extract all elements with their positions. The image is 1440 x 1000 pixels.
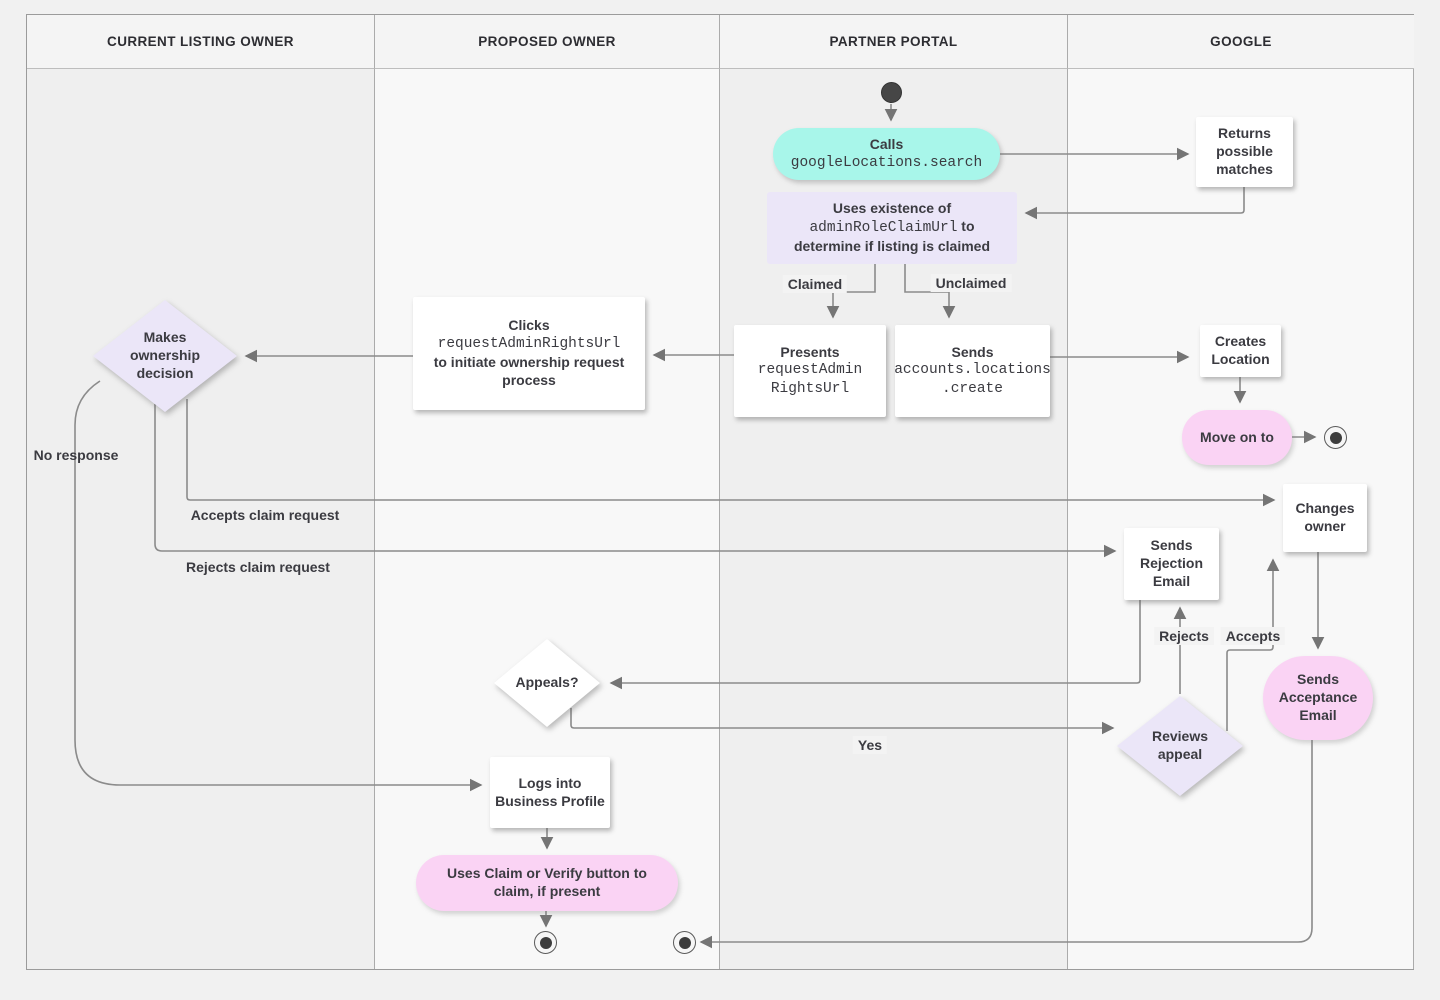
node-label-rest: to initiate ownership request process	[433, 353, 625, 388]
edge-label-accepts: Accepts	[1220, 627, 1286, 645]
node-clicks-request-admin-rights-url: Clicks requestAdminRightsUrl to initiate…	[413, 297, 645, 410]
end-node-proposed-owner	[534, 931, 557, 954]
node-returns-possible-matches: Returns possible matches	[1196, 117, 1293, 187]
node-label: Returns possible matches	[1216, 125, 1273, 177]
node-label: Sends	[951, 343, 994, 360]
node-label: Presents	[780, 343, 840, 360]
node-label: Move on to	[1200, 428, 1274, 445]
lane-header-proposed-owner: PROPOSED OWNER	[375, 15, 720, 69]
decision-reviews-appeal: Reviews appeal	[1117, 696, 1243, 796]
edge-label-yes: Yes	[852, 736, 888, 754]
node-creates-location: Creates Location	[1200, 325, 1281, 377]
node-code: requestAdminRightsUrl	[437, 336, 621, 353]
edge-label-rejects-claim-request: Rejects claim request	[186, 559, 330, 575]
node-calls-googlelocations-search: Calls googleLocations.search	[773, 128, 1000, 180]
node-label: Sends Rejection Email	[1139, 537, 1203, 589]
node-move-on-to: Move on to	[1182, 410, 1292, 465]
end-node-dot	[678, 936, 691, 949]
end-node-google	[1324, 426, 1347, 449]
node-uses-claim-or-verify: Uses Claim or Verify button to claim, if…	[416, 855, 678, 911]
node-label: Sends Acceptance Email	[1278, 671, 1358, 723]
start-node	[881, 82, 902, 103]
edge-label-accepts-claim-request: Accepts claim request	[190, 507, 340, 523]
node-code: googleLocations.search	[790, 154, 983, 171]
lane-header-google: GOOGLE	[1068, 15, 1414, 69]
edge-label-no-response: No response	[33, 447, 119, 464]
decision-appeals: Appeals?	[494, 639, 600, 727]
node-presents-request-admin-rights-url: Presents requestAdmin RightsUrl	[734, 325, 886, 417]
decision-label: Appeals?	[515, 674, 579, 691]
node-code-line1: requestAdmin	[757, 362, 863, 379]
node-label: Logs into Business Profile	[495, 774, 605, 809]
node-code-line2: RightsUrl	[770, 380, 850, 397]
node-label-line1: Uses existence of	[832, 200, 952, 217]
node-sends-rejection-email: Sends Rejection Email	[1124, 528, 1219, 600]
node-changes-owner: Changes owner	[1283, 484, 1367, 552]
node-label: Uses Claim or Verify button to claim, if…	[447, 865, 647, 899]
edge-label-unclaimed: Unclaimed	[930, 274, 1012, 292]
decision-label: Reviews appeal	[1151, 728, 1209, 762]
lane-proposed-owner	[375, 69, 720, 969]
node-code-line2: .create	[942, 380, 1003, 397]
end-node-dot	[539, 936, 552, 949]
end-node-partner-portal	[673, 931, 696, 954]
node-logs-into-business-profile: Logs into Business Profile	[490, 757, 610, 828]
node-label: Creates Location	[1211, 333, 1270, 367]
node-label: Calls	[869, 135, 904, 152]
node-label-line3: determine if listing is claimed	[793, 237, 991, 254]
end-node-dot	[1329, 431, 1342, 444]
node-code-line1: accounts.locations	[894, 362, 1051, 379]
node-label: Changes owner	[1295, 500, 1355, 534]
edge-label-rejects: Rejects	[1154, 627, 1214, 645]
node-sends-accounts-locations-create: Sends accounts.locations .create	[894, 325, 1051, 417]
edge-label-claimed: Claimed	[782, 275, 848, 293]
node-label: Clicks	[508, 317, 550, 334]
node-code: adminRoleClaimUrl	[809, 220, 958, 237]
lane-header-partner-portal: PARTNER PORTAL	[720, 15, 1068, 69]
lane-header-current-listing-owner: CURRENT LISTING OWNER	[27, 15, 375, 69]
node-label-to: to	[961, 218, 975, 235]
decision-makes-ownership-decision: Makes ownership decision	[93, 300, 237, 412]
decision-label: Makes ownership decision	[129, 329, 200, 381]
node-uses-existence: Uses existence of adminRoleClaimUrl to d…	[767, 192, 1017, 264]
node-sends-acceptance-email: Sends Acceptance Email	[1263, 656, 1373, 740]
